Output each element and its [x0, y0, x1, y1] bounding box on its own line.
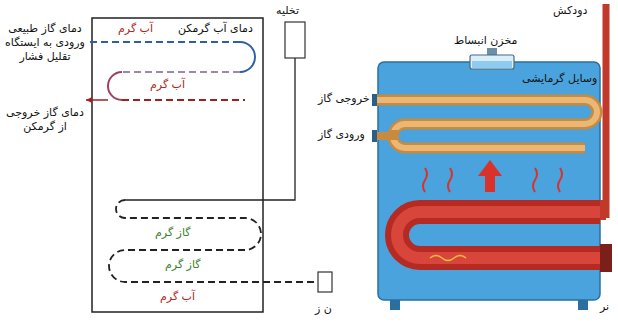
burner-label: نر: [600, 300, 609, 314]
water-temp-label: دمای آب گرمکن: [178, 22, 253, 36]
expansion-tank-label: مخزن انبساط: [454, 34, 517, 48]
hot-water-label: آب گرم: [160, 290, 195, 304]
hot-gas-label: گاز گرم: [165, 258, 201, 272]
chimney-label: دودکش: [553, 4, 587, 18]
heating-device-label: وسایل گرمایشی: [522, 72, 597, 86]
gas-inlet-label: ورودی گاز: [318, 128, 365, 142]
inlet-gas-temp-label: دمای گاز طبیعی ورودی به ایستگاه تقلیل فش…: [2, 22, 88, 64]
hot-water-label: آب گرم: [150, 78, 185, 92]
hot-water-label: آب گرم: [118, 22, 153, 36]
outlet-gas-temp-label: دمای گاز خروجی از گرمکن: [2, 106, 88, 134]
hot-gas-label: گاز گرم: [155, 226, 191, 240]
gas-outlet-label: خروجی گاز: [318, 92, 370, 106]
drain-label: تخلیه: [276, 4, 299, 18]
burner-label: ن ز: [315, 302, 332, 316]
